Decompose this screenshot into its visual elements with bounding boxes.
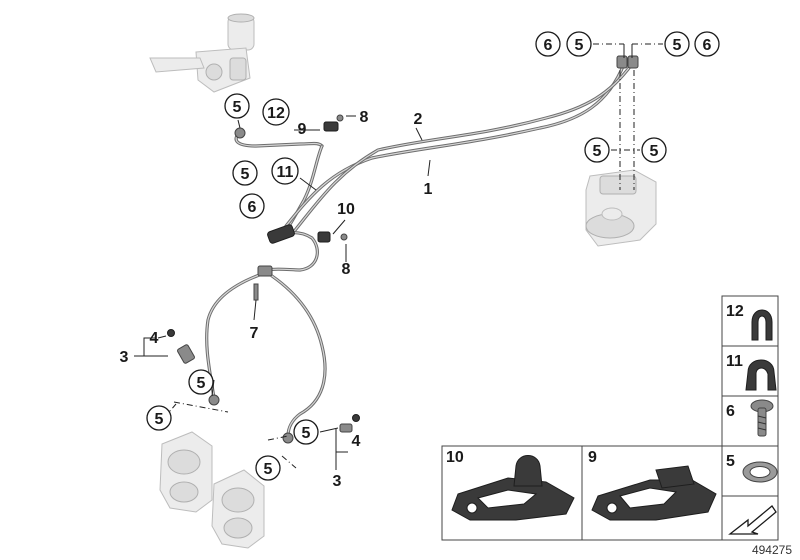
svg-text:5: 5 <box>726 453 735 470</box>
svg-text:5: 5 <box>650 143 659 160</box>
svg-text:12: 12 <box>726 303 744 320</box>
callout-5-abs-right: 5 <box>641 137 667 163</box>
callout-5-caliper-right: 5 <box>255 455 281 481</box>
front-brake-caliper-left <box>159 431 213 513</box>
callout-5-top-right: 5 <box>664 31 690 57</box>
callout-5-abs-left: 5 <box>584 137 610 163</box>
svg-text:5: 5 <box>197 375 206 392</box>
callout-5-lower-left: 5 <box>188 369 214 395</box>
brake-lines <box>205 55 639 444</box>
label-4-right: 4 <box>352 433 361 450</box>
svg-text:5: 5 <box>241 166 250 183</box>
abs-pressure-modulator <box>585 169 657 247</box>
callout-6-top-left: 6 <box>535 31 561 57</box>
svg-text:6: 6 <box>703 37 712 54</box>
label-4-left: 4 <box>150 330 159 347</box>
svg-text:5: 5 <box>155 411 164 428</box>
seal-ring-5-shape <box>742 461 778 483</box>
svg-text:6: 6 <box>544 37 553 54</box>
clip-12-shape <box>751 309 773 341</box>
loose-hardware <box>167 329 360 433</box>
holder-9-shape <box>591 465 717 521</box>
callout-12: 12 <box>262 98 290 126</box>
label-3-left: 3 <box>120 349 129 366</box>
svg-text:9: 9 <box>588 449 597 466</box>
svg-text:10: 10 <box>446 449 464 466</box>
callout-5-top-left: 5 <box>566 31 592 57</box>
callout-6-top-right: 6 <box>694 31 720 57</box>
svg-text:5: 5 <box>264 461 273 478</box>
clip-11-shape <box>745 359 777 391</box>
label-8-top: 8 <box>360 109 369 126</box>
bolt-6-shape <box>750 399 774 437</box>
front-brake-caliper-right <box>211 469 265 549</box>
handlebar-master-cylinder <box>149 13 255 93</box>
callout-5-left: 5 <box>232 160 258 186</box>
svg-text:5: 5 <box>233 99 242 116</box>
svg-text:6: 6 <box>248 199 257 216</box>
label-2: 2 <box>414 111 423 128</box>
callout-5-master-cylinder: 5 <box>224 93 250 119</box>
reference-number: 494275 <box>752 543 792 557</box>
svg-text:5: 5 <box>575 37 584 54</box>
leader-lines <box>134 43 663 470</box>
svg-text:5: 5 <box>593 143 602 160</box>
svg-text:5: 5 <box>673 37 682 54</box>
label-7: 7 <box>250 325 259 342</box>
label-9: 9 <box>298 121 307 138</box>
svg-text:12: 12 <box>267 105 285 122</box>
arrow-icon <box>728 505 777 535</box>
svg-text:6: 6 <box>726 403 735 420</box>
callout-6-left: 6 <box>239 193 265 219</box>
label-8-mid: 8 <box>342 261 351 278</box>
svg-text:11: 11 <box>277 164 294 181</box>
label-1: 1 <box>424 181 433 198</box>
label-3-right: 3 <box>333 473 342 490</box>
callout-5-lower-right: 5 <box>293 419 319 445</box>
label-10: 10 <box>337 201 355 218</box>
callout-11: 11 <box>271 157 299 185</box>
legend-grid: 12 11 6 5 10 9 <box>441 295 779 541</box>
holder-10-shape <box>451 455 575 521</box>
svg-text:11: 11 <box>726 353 743 370</box>
svg-text:5: 5 <box>302 425 311 442</box>
callout-5-caliper-left: 5 <box>146 405 172 431</box>
